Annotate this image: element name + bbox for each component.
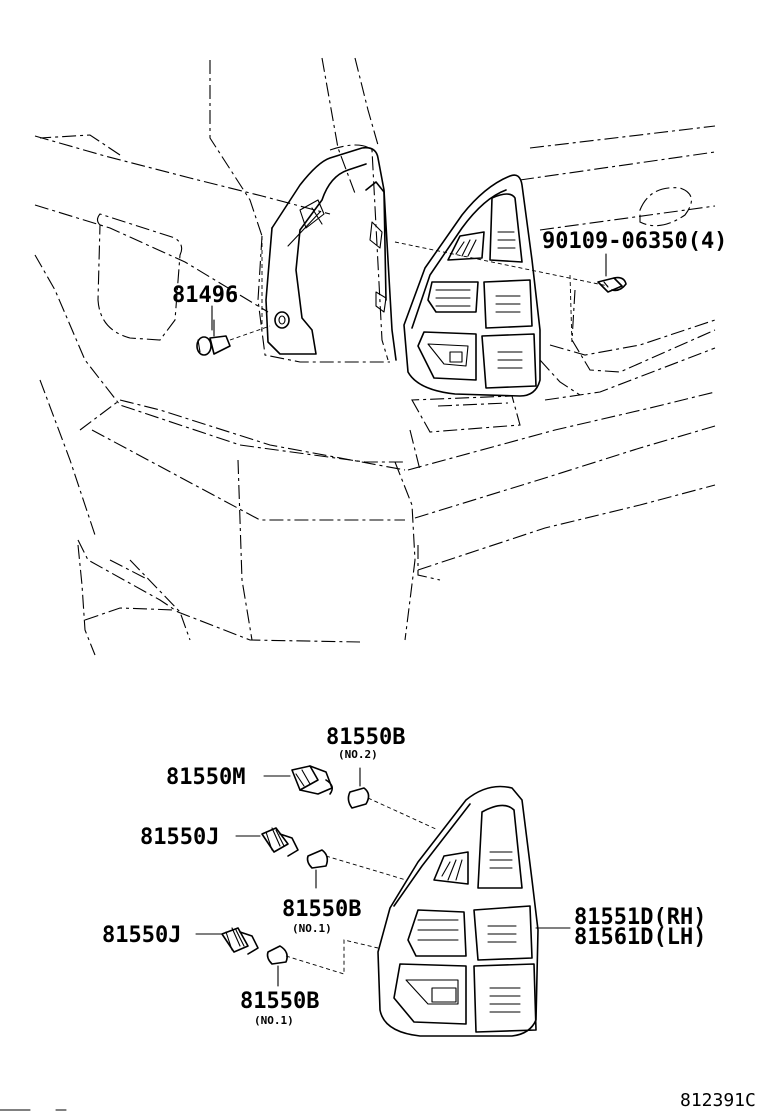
label-81550B-no1-bot-note: (NO.1) xyxy=(254,1014,294,1027)
vehicle-rear-outline xyxy=(34,57,716,656)
lamp-housing-bracket xyxy=(265,146,397,361)
label-81550B-no2: 81550B xyxy=(326,725,405,750)
bulb-81550B-no1-mid-icon xyxy=(306,849,329,889)
leader-bulb-no1-mid xyxy=(325,855,407,881)
leader-bolt-2 xyxy=(569,274,573,346)
bulb-81550B-no2-icon xyxy=(347,767,370,809)
tail-lamp-mounted xyxy=(403,174,541,397)
label-81550B-no2-note: (NO.2) xyxy=(338,748,378,761)
socket-81550M-icon xyxy=(291,765,334,795)
leader-bulb-no1-bot xyxy=(285,939,379,975)
clip-81496-icon xyxy=(196,319,231,356)
label-81496: 81496 xyxy=(172,283,238,308)
label-81550B-no1-bot: 81550B xyxy=(240,989,319,1014)
label-90109: 90109-06350(4) xyxy=(542,229,727,254)
label-81551D-rh: 81551D(RH) xyxy=(574,905,706,930)
label-81550J-a: 81550J xyxy=(140,825,219,850)
label-81550M: 81550M xyxy=(166,765,245,790)
label-81550B-no1-mid: 81550B xyxy=(282,897,361,922)
label-81550B-no1-mid-note: (NO.1) xyxy=(292,922,332,935)
leader-bolt xyxy=(394,241,609,287)
socket-81550J-a-icon xyxy=(261,827,299,857)
leader-bulb-no2 xyxy=(367,797,439,831)
figure-reference: 812391C xyxy=(680,1090,756,1111)
bolt-90109-icon xyxy=(597,276,627,293)
tail-lamp-exploded xyxy=(377,785,539,1037)
label-81561D-lh: 81561D(LH) xyxy=(574,925,706,950)
label-81550J-b: 81550J xyxy=(102,923,181,948)
socket-81550J-b-icon xyxy=(221,927,259,955)
leader-clip xyxy=(229,325,271,341)
bulb-81550B-no1-bot-icon xyxy=(266,945,288,987)
